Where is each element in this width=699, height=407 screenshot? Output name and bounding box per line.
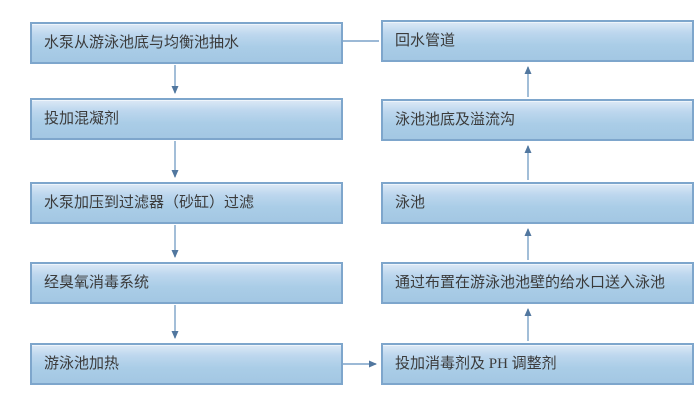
flow-box-wall-inlet: 通过布置在游泳池池壁的给水口送入泳池: [381, 262, 694, 304]
flow-box-pool: 泳池: [381, 182, 694, 224]
flow-box-pool-bottom-overflow: 泳池池底及溢流沟: [381, 99, 694, 141]
flow-box-coagulant: 投加混凝剂: [30, 98, 343, 140]
flow-box-sand-filter: 水泵加压到过滤器（砂缸）过滤: [30, 182, 343, 224]
flow-box-return-pipe: 回水管道: [381, 20, 694, 62]
flow-box-ozone: 经臭氧消毒系统: [30, 262, 343, 304]
flow-box-pump-intake: 水泵从游泳池底与均衡池抽水: [30, 22, 343, 64]
flow-box-heating: 游泳池加热: [30, 343, 343, 385]
flow-box-disinfectant-ph: 投加消毒剂及 PH 调整剂: [381, 343, 694, 385]
